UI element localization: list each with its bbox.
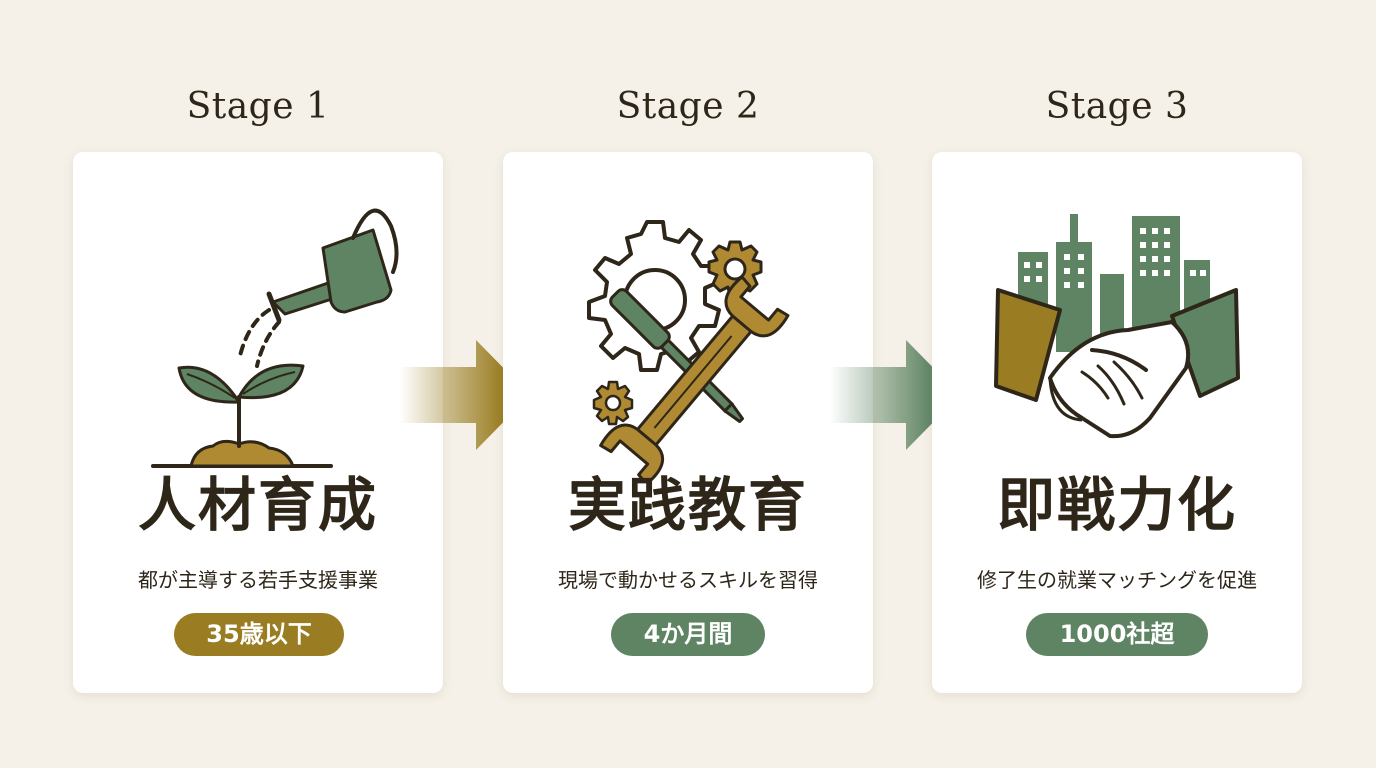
stage-2-badge: 4か月間 — [611, 613, 765, 656]
stage-2-card: 実践教育 現場で動かせるスキルを習得 4か月間 — [503, 152, 873, 693]
stage-1-badge: 35歳以下 — [174, 613, 344, 656]
stage-1-subtitle: 都が主導する若手支援事業 — [138, 568, 378, 592]
stage-1-label: Stage 1 — [186, 86, 330, 127]
stage-2-title: 実践教育 — [567, 471, 808, 539]
gears-and-tools-icon — [587, 220, 790, 482]
handshake-city-icon — [994, 214, 1240, 439]
stage-3-badge: 1000社超 — [1026, 613, 1208, 656]
stage-2-subtitle: 現場で動かせるスキルを習得 — [558, 568, 818, 592]
right-arrow-icon — [400, 340, 530, 450]
stage-2-label: Stage 2 — [616, 86, 760, 127]
stage-3-subtitle: 修了生の就業マッチングを促進 — [977, 568, 1257, 592]
stage-3-title: 即戦力化 — [996, 471, 1237, 539]
stage-1-title: 人材育成 — [137, 471, 378, 539]
watering-can-sprout-icon — [151, 208, 399, 468]
stage-1-card: 人材育成 都が主導する若手支援事業 35歳以下 — [73, 152, 443, 693]
stage-3-label: Stage 3 — [1045, 86, 1189, 127]
stage-3-card: 即戦力化 修了生の就業マッチングを促進 1000社超 — [932, 152, 1302, 693]
right-arrow-icon — [830, 340, 960, 450]
